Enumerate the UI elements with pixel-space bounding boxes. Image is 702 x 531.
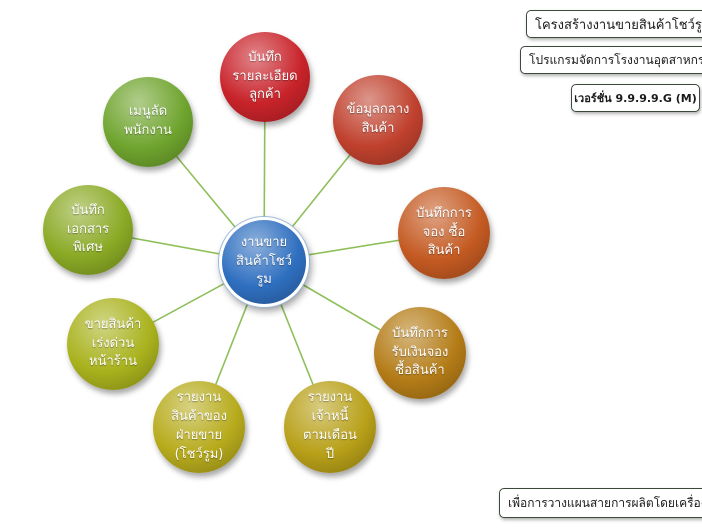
node-master-product[interactable]: ข้อมูลกลาง สินค้า <box>333 75 423 165</box>
node-label: รายงาน สินค้าของ ฝ่ายขาย (โชว์รูม) <box>171 390 227 462</box>
node-label: บันทึก รายละเอียด ลูกค้า <box>232 49 298 103</box>
node-label: เมนูลัด พนักงาน <box>124 104 172 138</box>
program-title-box: โปรแกรมจัดการโรงงานอุตสาหกรรม <box>520 46 702 74</box>
node-label: ข้อมูลกลาง สินค้า <box>346 102 410 136</box>
node-employee-menu[interactable]: เมนูลัด พนักงาน <box>103 77 193 167</box>
center-node-showroom-sales[interactable]: งานขาย สินค้าโชว์ รูม <box>219 217 309 307</box>
node-label: บันทึกการ รับเงินจอง ซื้อสินค้า <box>391 325 449 379</box>
node-sales-product-report[interactable]: รายงาน สินค้าของ ฝ่ายขาย (โชว์รูม) <box>153 381 245 473</box>
node-label: รายงาน เจ้าหนี้ ตามเดือน ปี <box>303 390 357 462</box>
footer-note-box: เพื่อการวางแผนสายการผลิตโดยเครื่องจักร <box>499 488 702 518</box>
version-label: เวอร์ชั่น 9.9.9.9.G (M) <box>574 92 697 105</box>
structure-title-box: โครงสร้างงานขายสินค้าโชว์รูม <box>526 10 702 38</box>
node-customer-detail[interactable]: บันทึก รายละเอียด ลูกค้า <box>220 32 310 122</box>
node-product-booking[interactable]: บันทึกการ จอง ซื้อ สินค้า <box>398 187 490 279</box>
node-label: บันทึก เอกสาร พิเศษ <box>66 202 110 256</box>
structure-title: โครงสร้างงานขายสินค้าโชว์รูม <box>535 17 702 33</box>
node-label: บันทึกการ จอง ซื้อ สินค้า <box>416 205 472 259</box>
program-title: โปรแกรมจัดการโรงงานอุตสาหกรรม <box>529 52 702 67</box>
node-special-document[interactable]: บันทึก เอกสาร พิเศษ <box>43 185 133 275</box>
node-monthly-debtor-report[interactable]: รายงาน เจ้าหนี้ ตามเดือน ปี <box>284 381 376 473</box>
node-urgent-sale[interactable]: ขายสินค้า เร่งด่วน หน้าร้าน <box>67 298 159 390</box>
footer-note: เพื่อการวางแผนสายการผลิตโดยเครื่องจักร <box>508 495 702 510</box>
center-node-label: งานขาย สินค้าโชว์ รูม <box>236 234 292 288</box>
node-label: ขายสินค้า เร่งด่วน หน้าร้าน <box>84 316 142 370</box>
node-booking-payment[interactable]: บันทึกการ รับเงินจอง ซื้อสินค้า <box>374 307 466 399</box>
version-box: เวอร์ชั่น 9.9.9.9.G (M) <box>571 84 700 112</box>
